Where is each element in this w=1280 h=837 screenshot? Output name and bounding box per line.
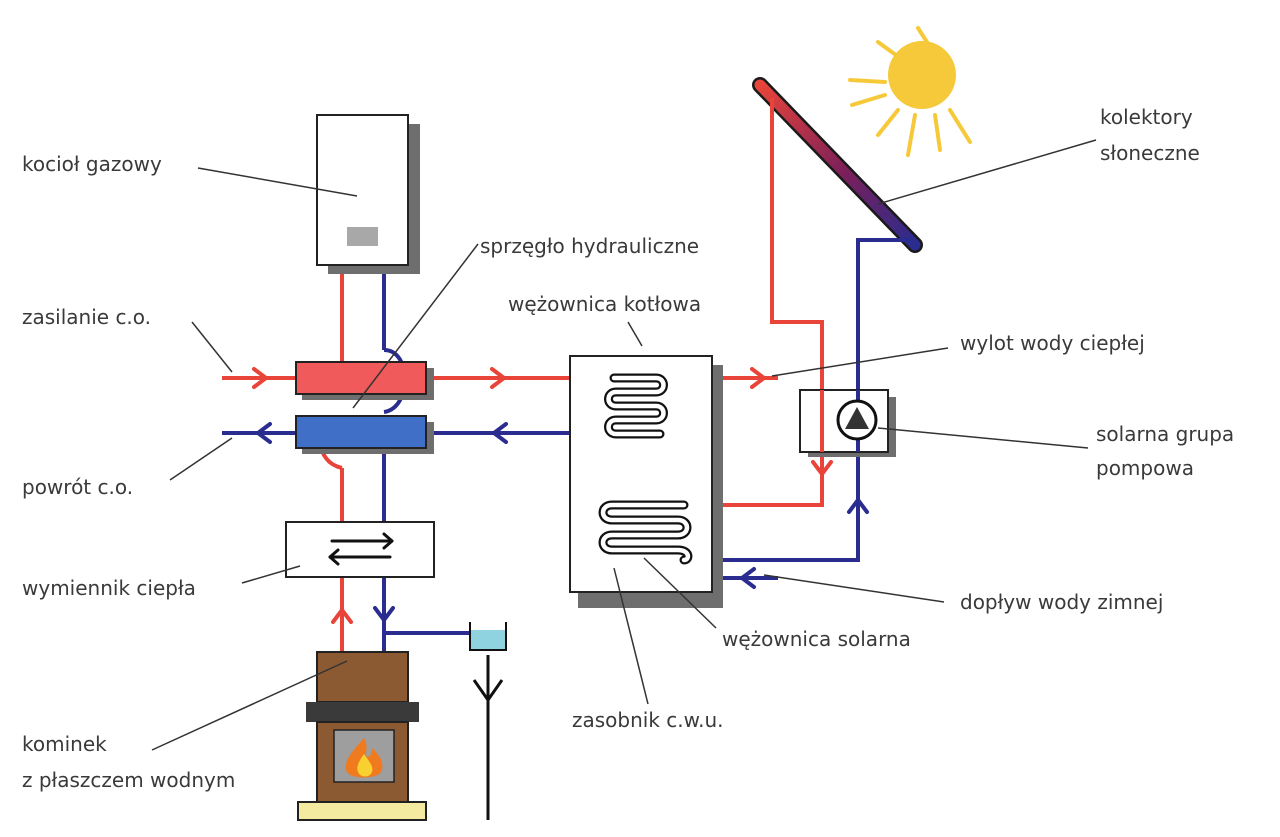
label-collectors-1: kolektory	[1100, 105, 1193, 129]
exchange-arrows-icon	[328, 532, 394, 566]
drain-funnel	[469, 622, 507, 651]
sun-icon	[848, 26, 972, 157]
label-boiler-coil: wężownica kotłowa	[508, 292, 701, 316]
label-cold-water-inlet: dopływ wody zimnej	[960, 590, 1163, 614]
solar-pump-group	[799, 389, 896, 457]
label-tank: zasobnik c.w.u.	[572, 708, 724, 732]
heat-exchanger	[285, 521, 435, 578]
hot-water-tank	[569, 355, 723, 608]
label-heat-exchanger: wymiennik ciepła	[22, 576, 196, 600]
label-pump-group-1: solarna grupa	[1096, 422, 1234, 446]
label-hydraulic-coupler: sprzęgło hydrauliczne	[480, 234, 699, 258]
hydraulic-coupler	[295, 361, 434, 454]
fire-icon	[345, 738, 383, 778]
fireplace	[297, 651, 427, 821]
label-return: powrót c.o.	[22, 475, 133, 499]
label-supply: zasilanie c.o.	[22, 305, 151, 329]
labels: kocioł gazowy sprzęgło hydrauliczne wężo…	[22, 105, 1234, 792]
gas-boiler	[316, 114, 420, 274]
label-pump-group-2: pompowa	[1096, 456, 1194, 480]
label-fireplace-1: kominek	[22, 732, 107, 756]
label-hot-water-outlet: wylot wody ciepłej	[960, 331, 1145, 355]
label-collectors-2: słoneczne	[1100, 141, 1200, 165]
label-fireplace-2: z płaszczem wodnym	[22, 768, 235, 792]
label-solar-coil: wężownica solarna	[722, 627, 911, 651]
label-boiler: kocioł gazowy	[22, 152, 162, 176]
pump-icon	[836, 399, 878, 441]
flow-arrows	[252, 367, 869, 624]
solar-collector	[752, 77, 923, 253]
leader-lines	[151, 139, 1097, 751]
